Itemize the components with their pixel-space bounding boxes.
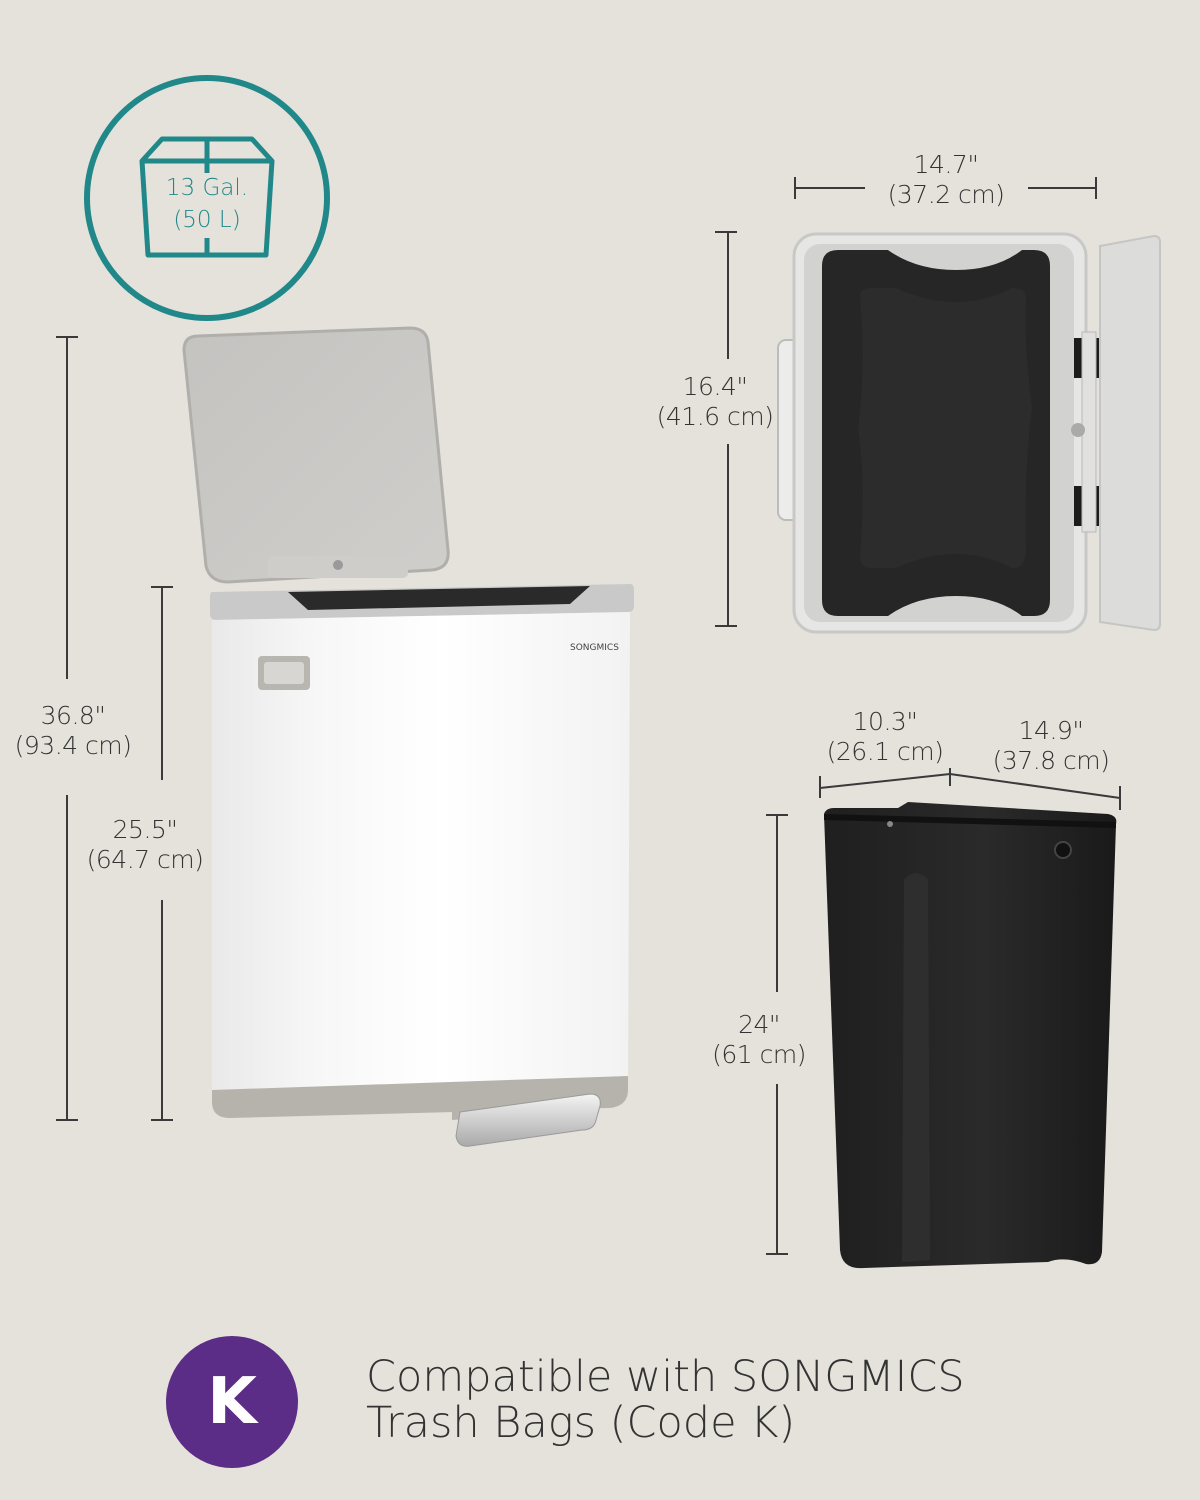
- dimension-line-top-width-left: [795, 187, 865, 189]
- bucket-height-cm: (61 cm): [712, 1040, 806, 1069]
- dimension-line-total-height-lower: [66, 795, 68, 1120]
- compatibility-note: Compatible with SONGMICS Trash Bags (Cod…: [366, 1354, 965, 1446]
- top-depth-cm: (41.6 cm): [656, 402, 774, 431]
- dimension-line-body-height: [161, 586, 163, 780]
- dimension-tick: [715, 625, 737, 627]
- dimension-line-bucket-height-lower: [776, 1084, 778, 1254]
- main-bin-illustration: SONGMICS: [182, 326, 634, 1147]
- top-depth-inches: 16.4": [682, 372, 748, 401]
- box-icon: [139, 136, 275, 258]
- dimension-line-top-width-right: [1028, 187, 1096, 189]
- bucket-width-inches: 14.9": [1018, 716, 1084, 745]
- capacity-liters: (50 L): [173, 207, 241, 233]
- dimension-tick: [715, 231, 737, 233]
- body-height-inches: 25.5": [112, 815, 178, 844]
- brand-label: SONGMICS: [570, 643, 619, 653]
- bucket-depth-cm: (26.1 cm): [826, 737, 944, 766]
- label-bucket-width: 14.9" (37.8 cm): [978, 716, 1124, 776]
- dimension-tick: [56, 1119, 78, 1121]
- capacity-badge: 13 Gal. (50 L): [84, 75, 330, 321]
- bucket-height-inches: 24": [738, 1010, 780, 1039]
- dimension-line-top-depth-lower: [727, 444, 729, 626]
- dimension-tick: [1095, 177, 1097, 199]
- dimension-line-total-height: [66, 336, 68, 679]
- label-top-depth: 16.4" (41.6 cm): [648, 372, 782, 432]
- dimension-line-bucket-height-upper: [776, 814, 778, 992]
- bucket-width-cm: (37.8 cm): [992, 746, 1110, 775]
- trash-bag-code-badge: K: [166, 1336, 298, 1468]
- body-height-cm: (64.7 cm): [86, 845, 204, 874]
- compatibility-line-2: Trash Bags (Code K): [366, 1398, 796, 1448]
- top-view-illustration: [777, 232, 1161, 634]
- dimension-tick: [766, 1253, 788, 1255]
- top-width-cm: (37.2 cm): [887, 180, 1005, 209]
- label-bucket-height: 24" (61 cm): [694, 1010, 824, 1070]
- dimension-line-top-depth-upper: [727, 231, 729, 359]
- dimension-line-body-height-lower: [161, 900, 163, 1120]
- inner-bucket-illustration: [824, 802, 1117, 1269]
- label-bucket-depth: 10.3" (26.1 cm): [812, 707, 958, 767]
- total-height-inches: 36.8": [40, 701, 106, 730]
- bucket-top-dimension-lines: [819, 768, 1121, 810]
- bucket-depth-inches: 10.3": [852, 707, 918, 736]
- label-top-width: 14.7" (37.2 cm): [866, 150, 1026, 210]
- capacity-gallons: 13 Gal.: [165, 175, 249, 201]
- top-width-inches: 14.7": [913, 150, 979, 179]
- total-height-cm: (93.4 cm): [14, 731, 132, 760]
- label-total-height: 36.8" (93.4 cm): [0, 701, 146, 761]
- label-body-height: 25.5" (64.7 cm): [72, 815, 218, 875]
- dimension-tick: [151, 1119, 173, 1121]
- compatibility-line-1: Compatible with SONGMICS: [366, 1352, 965, 1402]
